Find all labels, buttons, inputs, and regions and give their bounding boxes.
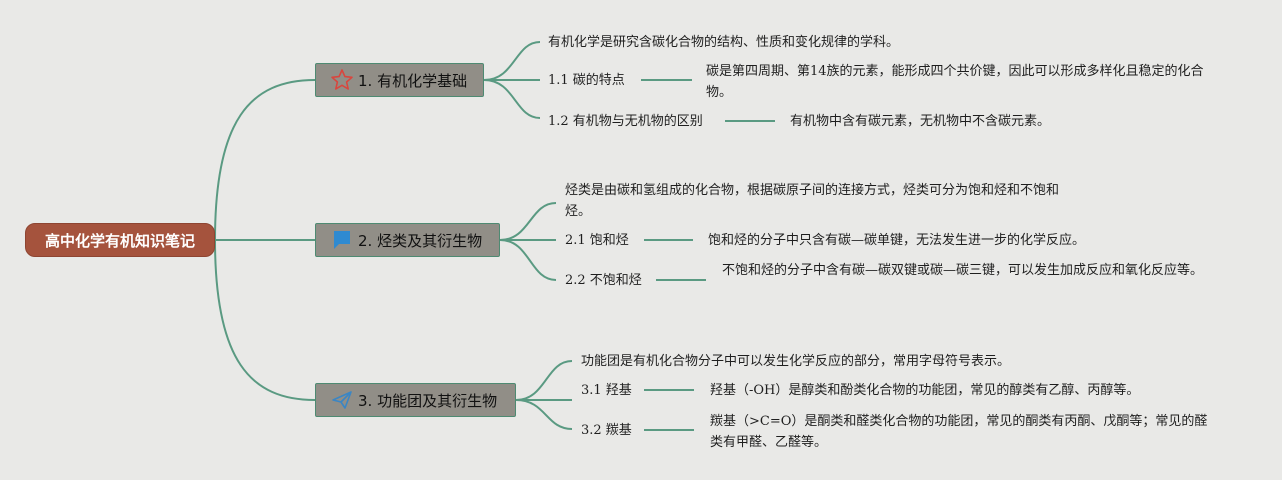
branch-1-sub-2-desc: 有机物中含有碳元素，无机物中不含碳元素。 bbox=[790, 114, 1051, 129]
branch-label-1: 1. 有机化学基础 bbox=[358, 71, 468, 90]
connector-b1-intro bbox=[483, 41, 541, 81]
connector-root-branch-1 bbox=[214, 79, 316, 241]
branch-2-sub-1-label: 2.1 饱和烃 bbox=[565, 233, 629, 248]
branch-2-sub-2-label: 2.2 不饱和烃 bbox=[565, 273, 642, 288]
connector-b2-intro bbox=[499, 202, 557, 241]
connector-b1-sub2 bbox=[483, 79, 541, 119]
connector-root-branch-3 bbox=[214, 239, 316, 401]
branch-label-3: 3. 功能团及其衍生物 bbox=[358, 391, 498, 410]
flag-icon bbox=[330, 228, 354, 252]
branch-1-intro: 有机化学是研究含碳化合物的结构、性质和变化规律的学科。 bbox=[548, 35, 900, 50]
branch-3-sub-1-label: 3.1 羟基 bbox=[581, 383, 632, 398]
branch-3-intro: 功能团是有机化合物分子中可以发生化学反应的部分，常用字母符号表示。 bbox=[581, 354, 1011, 369]
branch-node-3[interactable]: 3. 功能团及其衍生物 bbox=[315, 383, 516, 417]
branch-2-sub-1-desc: 饱和烃的分子中只含有碳—碳单键，无法发生进一步的化学反应。 bbox=[708, 233, 1086, 248]
branch-2-sub-2-desc: 不饱和烃的分子中含有碳—碳双键或碳—碳三键，可以发生加成反应和氧化反应等。 bbox=[722, 263, 1204, 278]
paper-plane-icon bbox=[330, 388, 354, 412]
root-node[interactable]: 高中化学有机知识笔记 bbox=[25, 223, 215, 257]
branch-3-sub-2-desc: 羰基（>C=O）是酮类和醛类化合物的功能团，常见的酮类有丙酮、戊酮等；常见的醛类… bbox=[710, 414, 1208, 450]
branch-3-sub-2-label: 3.2 羰基 bbox=[581, 423, 632, 438]
branch-label-2: 2. 烃类及其衍生物 bbox=[358, 231, 483, 250]
branch-node-1[interactable]: 1. 有机化学基础 bbox=[315, 63, 484, 97]
connector-b3-sub2 bbox=[515, 399, 573, 430]
branch-3-sub-1-desc: 羟基（-OH）是醇类和酚类化合物的功能团，常见的醇类有乙醇、丙醇等。 bbox=[710, 383, 1140, 398]
root-label: 高中化学有机知识笔记 bbox=[44, 231, 195, 250]
star-icon bbox=[330, 68, 354, 92]
connector-b2-sub2 bbox=[499, 239, 557, 281]
branch-1-sub-1-label: 1.1 碳的特点 bbox=[548, 73, 625, 88]
branch-2-intro: 烃类是由碳和氢组成的化合物，根据碳原子间的连接方式，烃类可分为饱和烃和不饱和烃。 bbox=[565, 183, 1060, 219]
branch-1-sub-2-label: 1.2 有机物与无机物的区别 bbox=[548, 114, 703, 129]
connector-b3-intro bbox=[515, 360, 573, 401]
branch-node-2[interactable]: 2. 烃类及其衍生物 bbox=[315, 223, 500, 257]
branch-1-sub-1-desc: 碳是第四周期、第14族的元素，能形成四个共价键，因此可以形成多样化且稳定的化合物… bbox=[706, 64, 1204, 100]
